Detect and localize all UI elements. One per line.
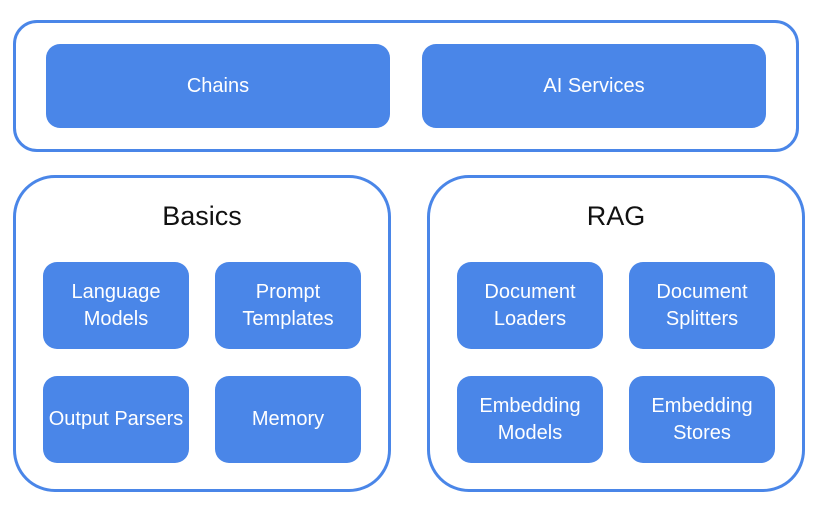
ai-services-box: AI Services bbox=[422, 44, 766, 128]
basics-group-title: Basics bbox=[162, 201, 242, 231]
top-row-container: Chains AI Services bbox=[13, 20, 799, 152]
language-models-box: Language Models bbox=[43, 262, 189, 349]
embedding-models-box: Embedding Models bbox=[457, 376, 603, 463]
basics-grid: Language Models Prompt Templates Output … bbox=[16, 262, 388, 463]
chains-box: Chains bbox=[46, 44, 390, 128]
memory-box: Memory bbox=[215, 376, 361, 463]
rag-group-container: RAG Document Loaders Document Splitters … bbox=[427, 175, 805, 492]
document-splitters-box: Document Splitters bbox=[629, 262, 775, 349]
basics-group-container: Basics Language Models Prompt Templates … bbox=[13, 175, 391, 492]
embedding-stores-box: Embedding Stores bbox=[629, 376, 775, 463]
rag-group-title: RAG bbox=[586, 201, 646, 231]
prompt-templates-box: Prompt Templates bbox=[215, 262, 361, 349]
document-loaders-box: Document Loaders bbox=[457, 262, 603, 349]
output-parsers-box: Output Parsers bbox=[43, 376, 189, 463]
rag-grid: Document Loaders Document Splitters Embe… bbox=[430, 262, 802, 463]
